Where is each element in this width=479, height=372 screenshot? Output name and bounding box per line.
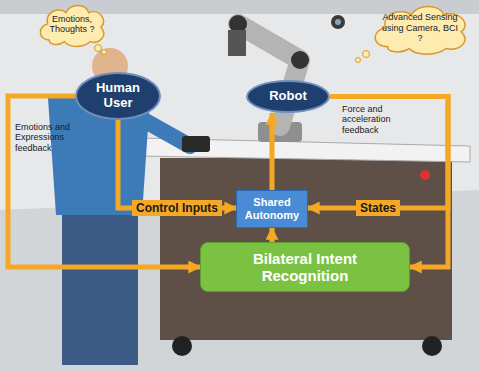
flow-arrow <box>8 96 200 267</box>
human-jeans <box>62 205 138 365</box>
node-text-group: Shared Autonomy <box>241 196 303 221</box>
camera-sensor <box>331 15 345 29</box>
cloud-shape <box>40 6 103 47</box>
robot-gripper <box>228 30 246 56</box>
thought-cloud: Advanced Sensing using Camera, BCI ? <box>366 0 474 56</box>
node-text-group: Emotions, Thoughts ? <box>48 14 96 35</box>
cloud-shape <box>375 7 465 55</box>
cart-wheel <box>172 336 192 356</box>
flow-arrow <box>270 228 275 242</box>
node-text-group: Human User <box>85 81 151 111</box>
node-text: Shared Autonomy <box>241 196 303 221</box>
cart-wheel <box>422 336 442 356</box>
actor-ellipse: Robot <box>246 80 330 113</box>
thought-dot <box>363 51 370 58</box>
thought-cloud: Emotions, Thoughts ? <box>34 0 110 48</box>
cart-cabinet <box>160 158 452 340</box>
feedback-note: Emotions and Expressions feedback <box>15 122 95 153</box>
camera-lens <box>335 19 341 25</box>
feedback-note: Force and acceleration feedback <box>342 104 426 135</box>
flow-arrow <box>308 97 448 209</box>
stop-button <box>420 170 430 180</box>
controller <box>182 136 210 152</box>
node-text-group: Robot <box>269 89 307 104</box>
node-text-group: Advanced Sensing using Camera, BCI ? <box>381 12 459 43</box>
node-text: Bilateral Intent Recognition <box>209 250 401 285</box>
flow-arrow <box>118 120 236 208</box>
process-box: Shared Autonomy <box>236 190 308 228</box>
process-box: Bilateral Intent Recognition <box>200 242 410 292</box>
node-text: Emotions, Thoughts ? <box>48 14 96 35</box>
thought-dot <box>95 45 102 52</box>
node-text-group: Bilateral Intent Recognition <box>209 250 401 285</box>
flow-arrow <box>270 113 275 190</box>
edge-label: Control Inputs <box>132 200 222 216</box>
edge-label: States <box>356 200 400 216</box>
thought-dot <box>102 50 107 55</box>
robot-joint <box>291 51 309 69</box>
thought-dot <box>356 58 361 63</box>
node-text: Robot <box>269 89 307 104</box>
node-text: Human User <box>85 81 151 111</box>
node-text: Advanced Sensing using Camera, BCI ? <box>381 12 459 43</box>
actor-ellipse: Human User <box>75 72 161 120</box>
